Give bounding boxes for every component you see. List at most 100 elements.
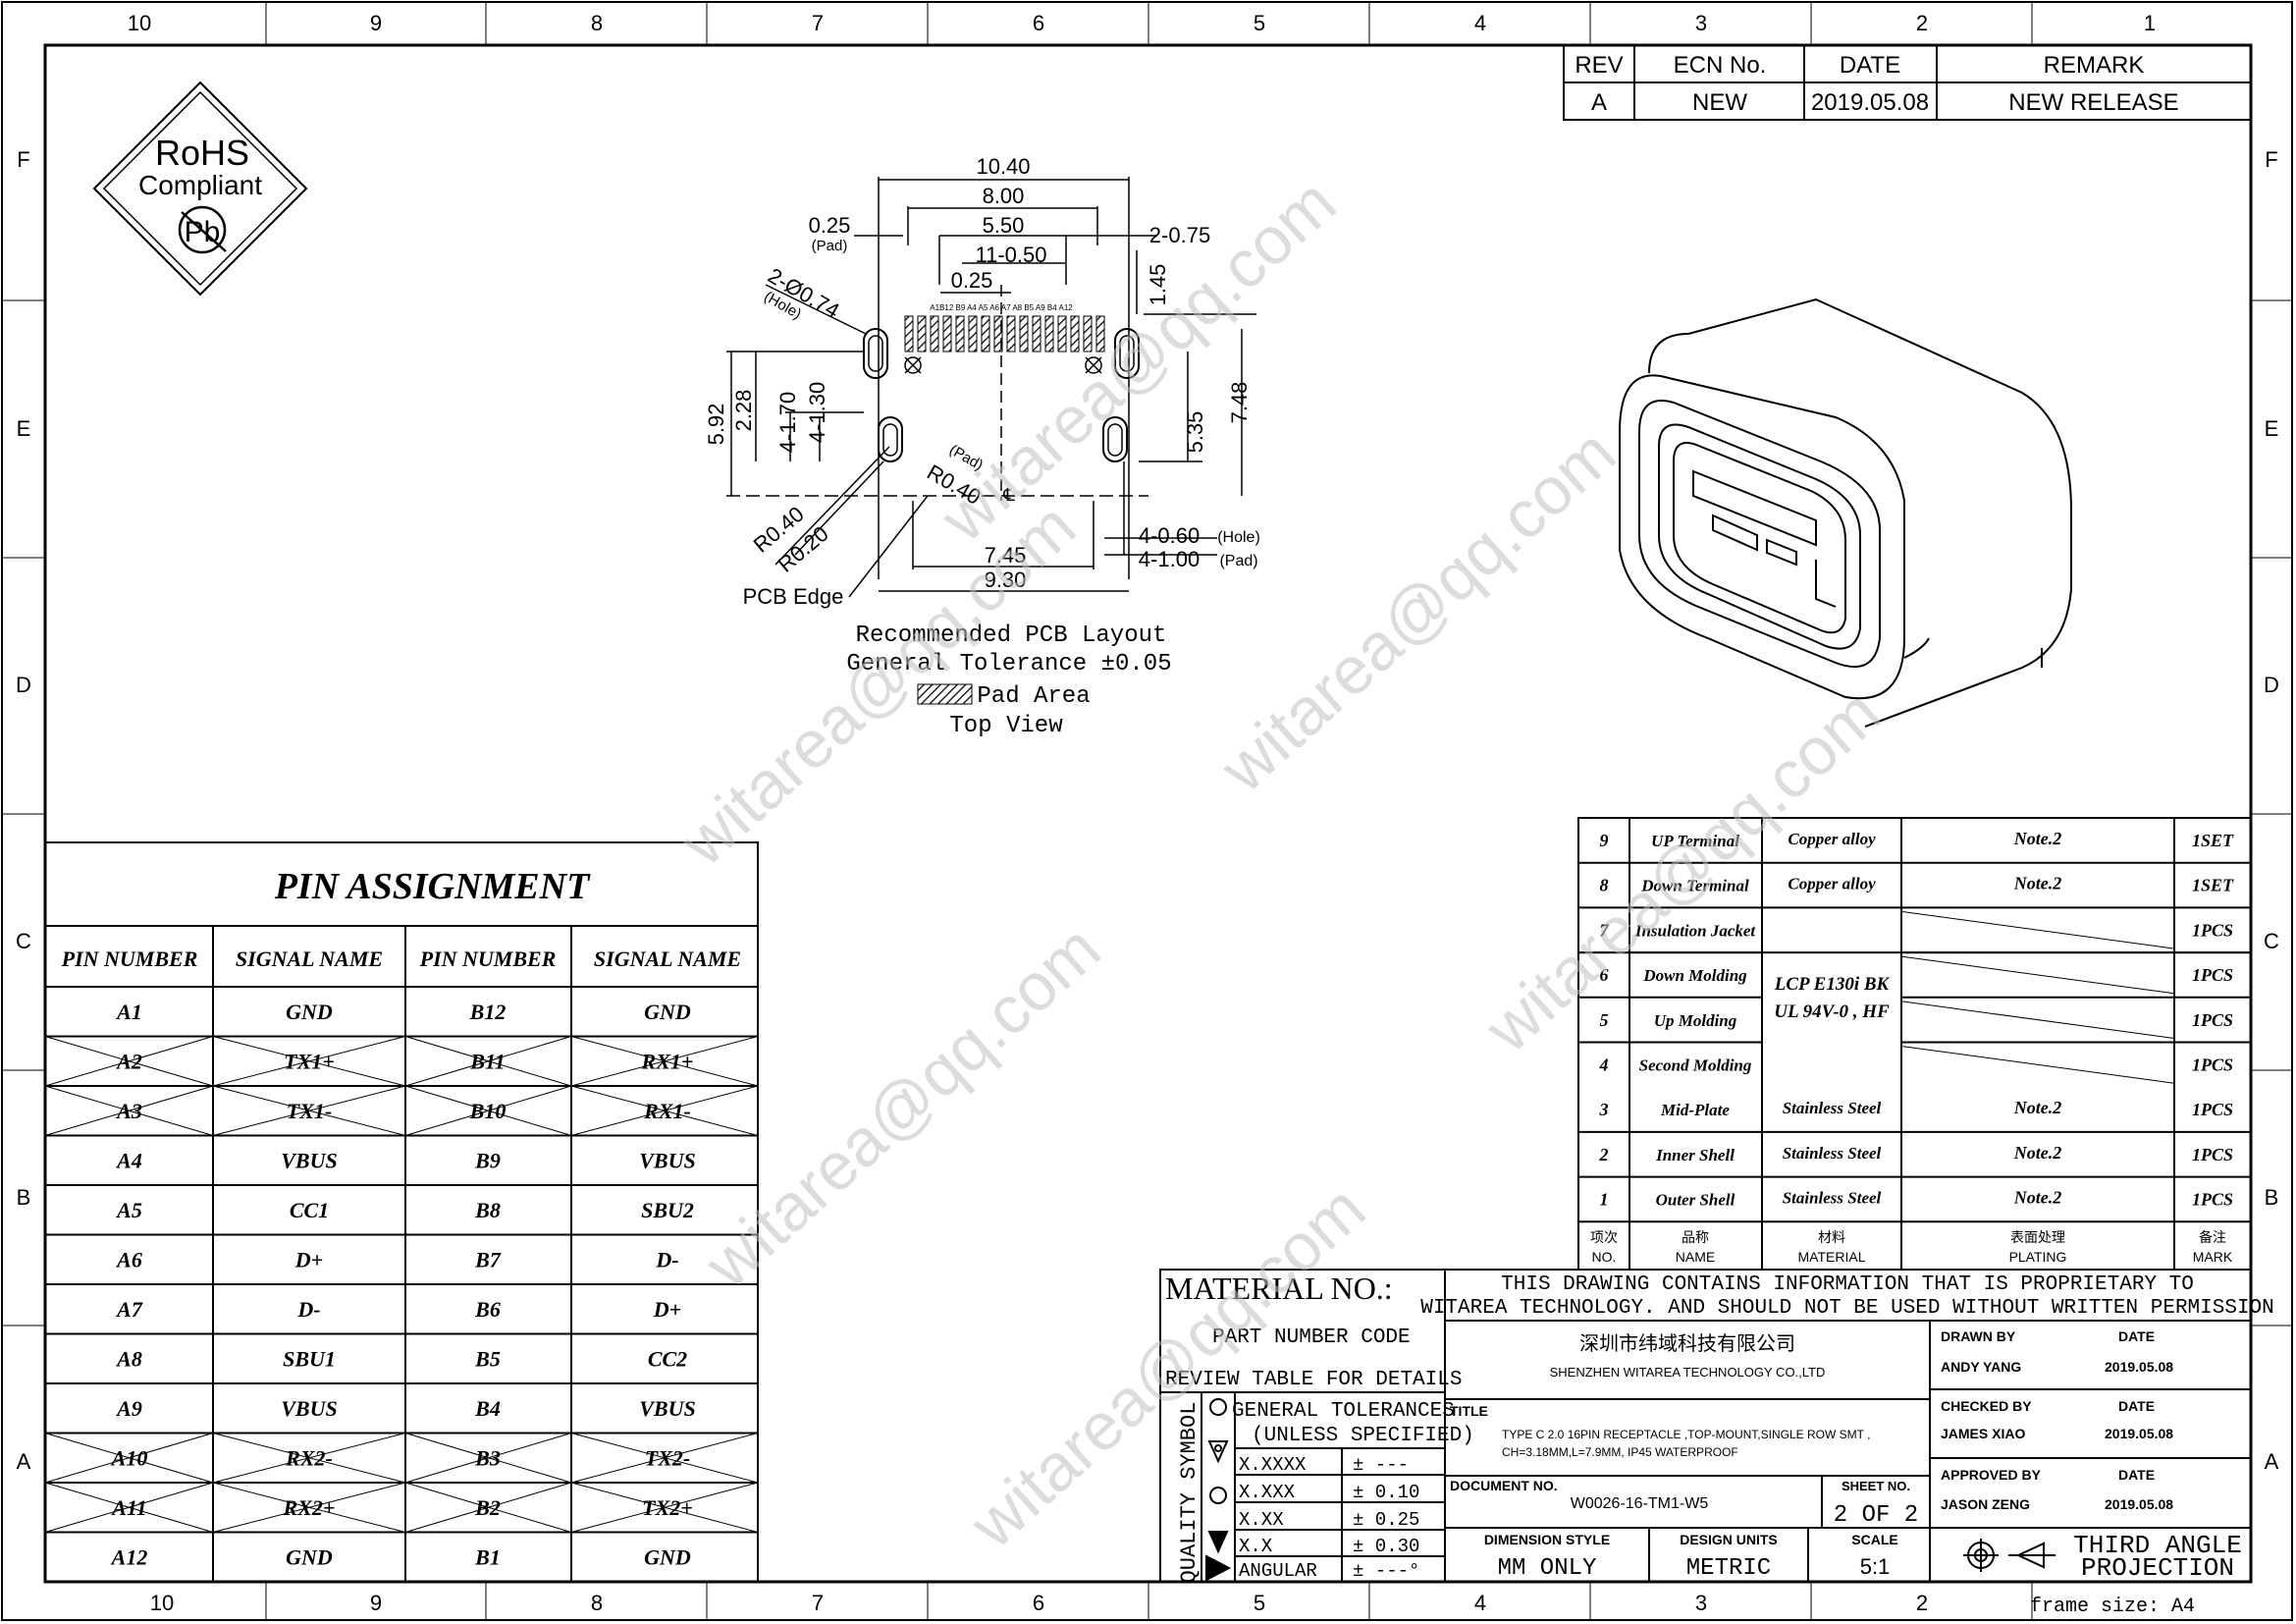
signal-name: TX2+	[642, 1495, 693, 1520]
dim-8-00: 8.00	[983, 184, 1025, 208]
unused-pin-cross	[404, 1482, 572, 1533]
proprietary-line2: WITAREA TECHNOLOGY. AND SHOULD NOT BE US…	[1420, 1297, 2274, 1320]
bom-item-no: 9	[1600, 831, 1609, 850]
pin-number: B4	[474, 1396, 501, 1421]
tolerance-key: X.X	[1239, 1536, 1273, 1557]
row-label: E	[2265, 416, 2279, 441]
sheet-label: SHEET NO.	[1842, 1479, 1910, 1493]
pin-number: A6	[115, 1248, 142, 1272]
row-label: D	[2264, 673, 2279, 697]
no-lead-icon	[178, 205, 227, 254]
company-name-cn: 深圳市纬域科技有限公司	[1579, 1332, 1795, 1355]
sheet-number: 2 OF 2	[1834, 1502, 1918, 1529]
bom-empty-diagonal	[1900, 1046, 2175, 1084]
pcb-dimension-labels: 10.40 8.00 5.50 11-0.50 0.25 0.25 (Pad) …	[704, 154, 1260, 609]
signal-name: TX1+	[284, 1050, 335, 1074]
pin-number: B9	[474, 1149, 501, 1173]
bom-item-qty: 1SET	[2192, 876, 2234, 895]
bom-no-cn: 项次	[1590, 1229, 1618, 1245]
unused-pin-cross	[570, 1085, 759, 1136]
bom-empty-diagonal	[1900, 1001, 2175, 1039]
pin-number: A3	[115, 1099, 142, 1123]
dim-1-45: 1.45	[1146, 264, 1170, 306]
pin-number: A7	[115, 1297, 143, 1322]
unused-pin-cross	[212, 1036, 406, 1087]
signal-name: CC1	[290, 1198, 329, 1222]
lcp-material-line2: UL 94V-0 , HF	[1774, 1001, 1890, 1022]
pin-number: B1	[474, 1545, 501, 1570]
pin-assignment-title: PIN ASSIGNMENT	[274, 866, 591, 907]
row-label: A	[17, 1449, 31, 1474]
remark-value: NEW RELEASE	[2008, 89, 2178, 116]
col-label: 2	[1916, 11, 1928, 35]
row-label: F	[2265, 147, 2277, 172]
bom-item-name: Down Molding	[1642, 966, 1747, 985]
pin-number: B5	[474, 1347, 501, 1372]
bom-item-qty: 1PCS	[2192, 1010, 2233, 1030]
smt-pad	[955, 315, 965, 352]
col-label: 2	[1916, 1591, 1928, 1615]
document-label: DOCUMENT NO.	[1450, 1478, 1558, 1493]
bom-empty-diagonal	[1900, 910, 2175, 949]
hole-note-2: (Hole)	[1217, 529, 1260, 546]
pin-number-header: PIN NUMBER	[61, 947, 198, 971]
bom-item-qty: 1PCS	[2192, 1056, 2233, 1075]
pin-number: A4	[115, 1149, 142, 1173]
approved-by-label: APPROVED BY	[1941, 1467, 2042, 1483]
tolerance-value: ± ---	[1353, 1454, 1409, 1476]
pin-number: B2	[474, 1495, 501, 1520]
bom-item-name: Insulation Jacket	[1634, 921, 1757, 940]
col-label: 8	[591, 1591, 603, 1615]
bom-material-en: MATERIAL	[1798, 1249, 1866, 1265]
col-label: 1	[2144, 11, 2156, 35]
col-label: 8	[591, 11, 603, 35]
frame-labels: 10 9 8 7 6 5 4 3 2 1 10 9 8 7 6 5 4 3 2 …	[16, 11, 2279, 1615]
bom-item-no: 1	[1600, 1190, 1609, 1210]
signal-name: TX2-	[645, 1446, 690, 1471]
general-tolerances-title: GENERAL TOLERANCES	[1232, 1400, 1455, 1423]
row-label: C	[2264, 929, 2279, 953]
smt-pad	[1057, 315, 1067, 352]
caption-layout: Recommended PCB Layout	[856, 623, 1167, 649]
unused-pin-cross	[212, 1085, 406, 1136]
signal-name: SBU2	[641, 1198, 694, 1222]
approved-date: 2019.05.08	[2105, 1496, 2173, 1512]
centerline-mark: ℄	[1002, 485, 1015, 505]
tolerance-key: ANGULAR	[1239, 1560, 1317, 1582]
smt-pad	[1070, 315, 1080, 352]
bom-item-plating: Note.2	[2013, 1098, 2062, 1117]
design-units-label: DESIGN UNITS	[1680, 1532, 1778, 1547]
dim-4-1-30: 4-1.30	[805, 382, 829, 443]
tolerance-key: X.XX	[1239, 1509, 1284, 1531]
col-label: 7	[812, 1591, 824, 1615]
smt-pad	[1083, 315, 1093, 352]
pin-row-labels: A1B12 B9 A4 A5 A6 A7 A8 B5 A9 B4 A12	[930, 303, 1073, 312]
bom-material-cn: 材料	[1818, 1229, 1845, 1245]
bom-empty-diagonal	[1900, 955, 2175, 995]
bom-item-plating: Note.2	[2013, 1188, 2062, 1208]
col-label: 9	[370, 1591, 382, 1615]
dim-4-0-60: 4-0.60	[1139, 523, 1200, 548]
col-label: 9	[370, 11, 382, 35]
col-label: 7	[812, 11, 824, 35]
pin-number: A5	[115, 1198, 142, 1222]
scale-label: SCALE	[1851, 1532, 1897, 1547]
bom-item-no: 7	[1600, 920, 1610, 940]
bom-item-name: Second Molding	[1639, 1056, 1752, 1075]
pad-area-swatch	[917, 683, 973, 705]
signal-name-header: SIGNAL NAME	[236, 947, 383, 971]
watermark: witarea@qq.com	[690, 911, 1114, 1303]
smt-pad	[968, 315, 978, 352]
drawn-date: 2019.05.08	[2105, 1359, 2173, 1375]
pcb-edge-label: PCB Edge	[743, 584, 844, 609]
caption-top-view: Top View	[949, 713, 1063, 739]
smt-pad	[1044, 315, 1054, 352]
bom-name-en: NAME	[1676, 1249, 1715, 1265]
caption-pad-area: Pad Area	[977, 683, 1090, 710]
dim-0-25: 0.25	[951, 268, 993, 293]
signal-name: SBU1	[283, 1347, 336, 1372]
rev-value: A	[1591, 89, 1607, 116]
